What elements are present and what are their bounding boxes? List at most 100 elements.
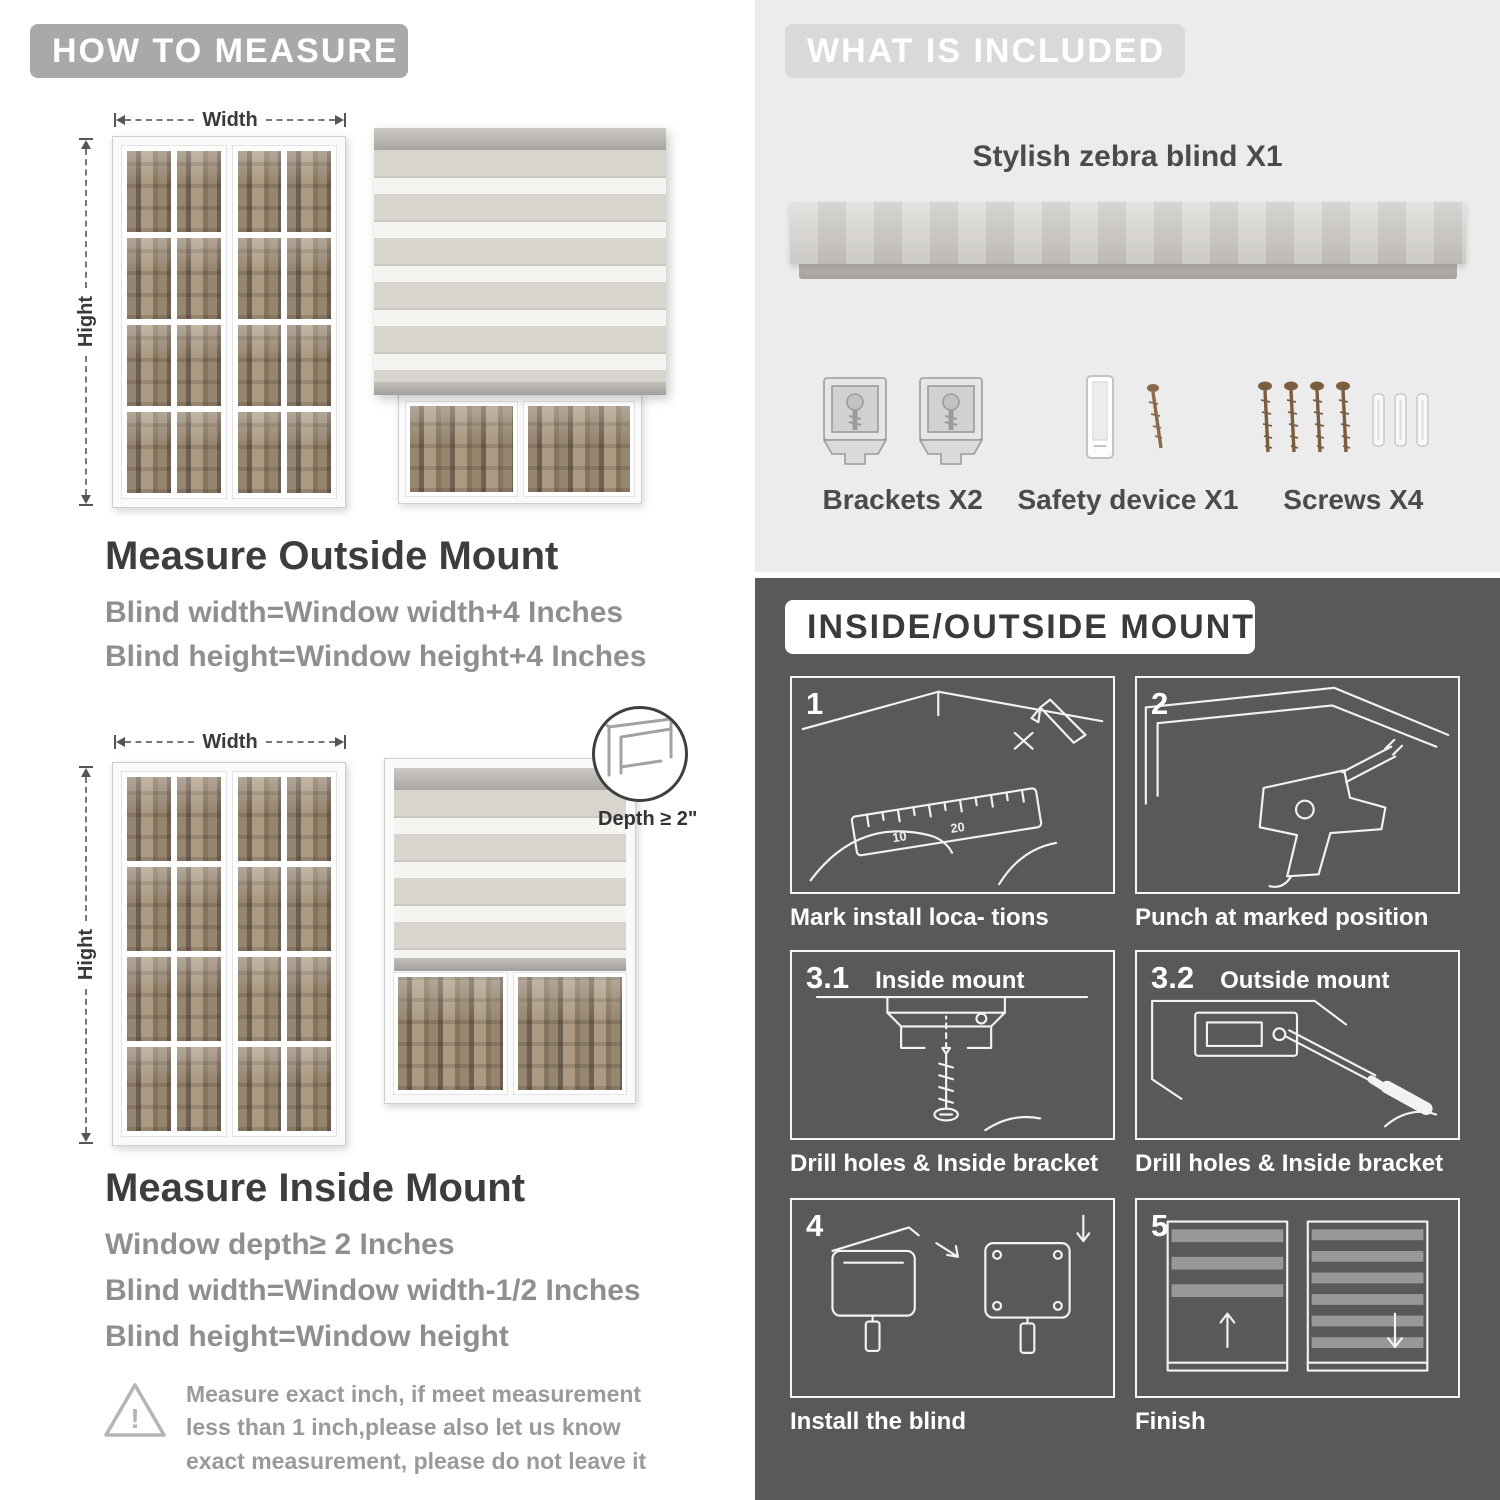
- window-sash: [231, 145, 337, 499]
- window-pane: [176, 325, 221, 406]
- step-panel-5: 5: [1135, 1198, 1460, 1398]
- width-measure-arrow: Width: [114, 731, 347, 753]
- screws-label: Screws X4: [1283, 484, 1424, 515]
- step-inline-label: Inside mount: [875, 967, 1025, 994]
- mount-header: INSIDE/OUTSIDE MOUNT: [785, 600, 1255, 654]
- drill-illustration: [1144, 686, 1450, 888]
- inside-mount-rule-width: Blind width=Window width-1/2 Inches: [105, 1274, 641, 1307]
- how-to-measure-header: HOW TO MEASURE: [30, 24, 408, 78]
- window-pane: [127, 412, 171, 493]
- step-panel-4: 4: [790, 1198, 1115, 1398]
- window-pane: [287, 777, 331, 861]
- window-pane: [237, 1047, 282, 1131]
- ruler-mark: 20: [949, 819, 965, 836]
- included-item-safety-device: Safety device X1: [1015, 368, 1240, 516]
- step-caption-3-1: Drill holes & Inside bracket: [790, 1150, 1099, 1177]
- included-items-row: Brackets X2 Safety device X1: [790, 368, 1466, 516]
- step-inline-label: Outside mount: [1220, 967, 1390, 994]
- blind-bottom-rail: [374, 382, 666, 395]
- height-measure-arrow: Hight: [75, 138, 97, 506]
- step-panel-3-2: 3.2 Outside mount: [1135, 950, 1460, 1140]
- step-caption-2: Punch at marked position: [1135, 904, 1429, 931]
- window-pane: [237, 325, 282, 406]
- step-number: 4: [806, 1208, 824, 1243]
- window-sash: [121, 145, 227, 499]
- window-pane: [287, 867, 331, 951]
- window-pane: [176, 238, 221, 319]
- width-label: Width: [202, 108, 258, 131]
- window-pane: [176, 151, 221, 232]
- step-number: 3.1: [806, 960, 850, 995]
- window-pane: [287, 412, 331, 493]
- screws-icon: [1253, 368, 1453, 472]
- step-caption-5: Finish: [1135, 1408, 1206, 1435]
- window-pane: [127, 867, 171, 951]
- height-label: Hight: [74, 929, 97, 981]
- zebra-blind-outside-illustration: [374, 128, 666, 395]
- finish-illustration: [1166, 1220, 1429, 1372]
- window-pane: [287, 325, 331, 406]
- warning-text: Measure exact inch, if meet measurement …: [186, 1381, 647, 1474]
- window-pane: [237, 238, 282, 319]
- window-pane: [176, 957, 221, 1041]
- safety-device-label: Safety device X1: [1017, 484, 1239, 515]
- step-number: 2: [1151, 686, 1169, 721]
- included-item-screws: Screws X4: [1241, 368, 1466, 516]
- window-below-blind: [398, 394, 642, 504]
- inside-mount-rule-depth: Window depth≥ 2 Inches: [105, 1228, 455, 1261]
- window-sash: [121, 771, 227, 1137]
- window-pane: [237, 777, 282, 861]
- ruler-mark: 10: [891, 828, 907, 845]
- window-pane: [393, 972, 508, 1095]
- blind-bottom-lip: [799, 264, 1457, 279]
- window-pane: [127, 1047, 171, 1131]
- step-number: 1: [806, 686, 824, 721]
- window-photo-inside: [112, 762, 346, 1146]
- window-pane: [176, 412, 221, 493]
- step-caption-4: Install the blind: [790, 1408, 967, 1435]
- outside-mount-rule-width: Blind width=Window width+4 Inches: [105, 596, 624, 629]
- window-pane: [127, 151, 171, 232]
- window-pane: [237, 412, 282, 493]
- blind-product-label: Stylish zebra blind X1: [972, 140, 1283, 173]
- install-blind-illustration: [831, 1214, 1091, 1354]
- step-caption-1: Mark install loca- tions: [790, 904, 1049, 931]
- window-pane: [127, 238, 171, 319]
- window-pane: [237, 867, 282, 951]
- inside-mount-title: Measure Inside Mount: [105, 1166, 526, 1210]
- window-pane: [127, 957, 171, 1041]
- included-item-brackets: Brackets X2: [790, 368, 1015, 516]
- height-label: Hight: [74, 296, 97, 348]
- window-pane: [176, 777, 221, 861]
- blind-cassette: [394, 768, 626, 790]
- window-pane: [237, 151, 282, 232]
- step-panel-3-1: 3.1 Inside mount: [790, 950, 1115, 1140]
- window-pane: [287, 238, 331, 319]
- step-caption-3-2: Drill holes & Inside bracket: [1135, 1150, 1444, 1177]
- outside-mount-rule-height: Blind height=Window height+4 Inches: [105, 640, 647, 673]
- inside-mount-rule-height: Blind height=Window height: [105, 1320, 509, 1353]
- window-pane: [405, 401, 518, 497]
- width-measure-arrow: Width: [114, 109, 347, 131]
- zebra-blind-product-image: [790, 202, 1466, 279]
- window-pane: [237, 957, 282, 1041]
- blind-headrail: [790, 202, 1466, 264]
- brackets-label: Brackets X2: [822, 484, 983, 515]
- inside-bracket-illustration: [815, 995, 1089, 1132]
- window-pane: [127, 777, 171, 861]
- window-pane: [522, 401, 635, 497]
- what-is-included-header: WHAT IS INCLUDED: [785, 24, 1185, 78]
- brackets-icon: [818, 368, 988, 472]
- blind-stripes: [374, 150, 666, 382]
- blind-bottom-rail: [394, 958, 626, 971]
- window-pane: [287, 957, 331, 1041]
- width-label: Width: [202, 730, 258, 753]
- safety-device-icon: [1053, 368, 1203, 472]
- height-measure-arrow: Hight: [75, 766, 97, 1144]
- depth-detail-circle: [592, 706, 688, 802]
- mount-instructions-section: INSIDE/OUTSIDE MOUNT 1: [755, 578, 1500, 1500]
- window-pane: [512, 972, 627, 1095]
- window-glass-below-blind: [393, 972, 627, 1095]
- warning-icon: !: [102, 1380, 168, 1445]
